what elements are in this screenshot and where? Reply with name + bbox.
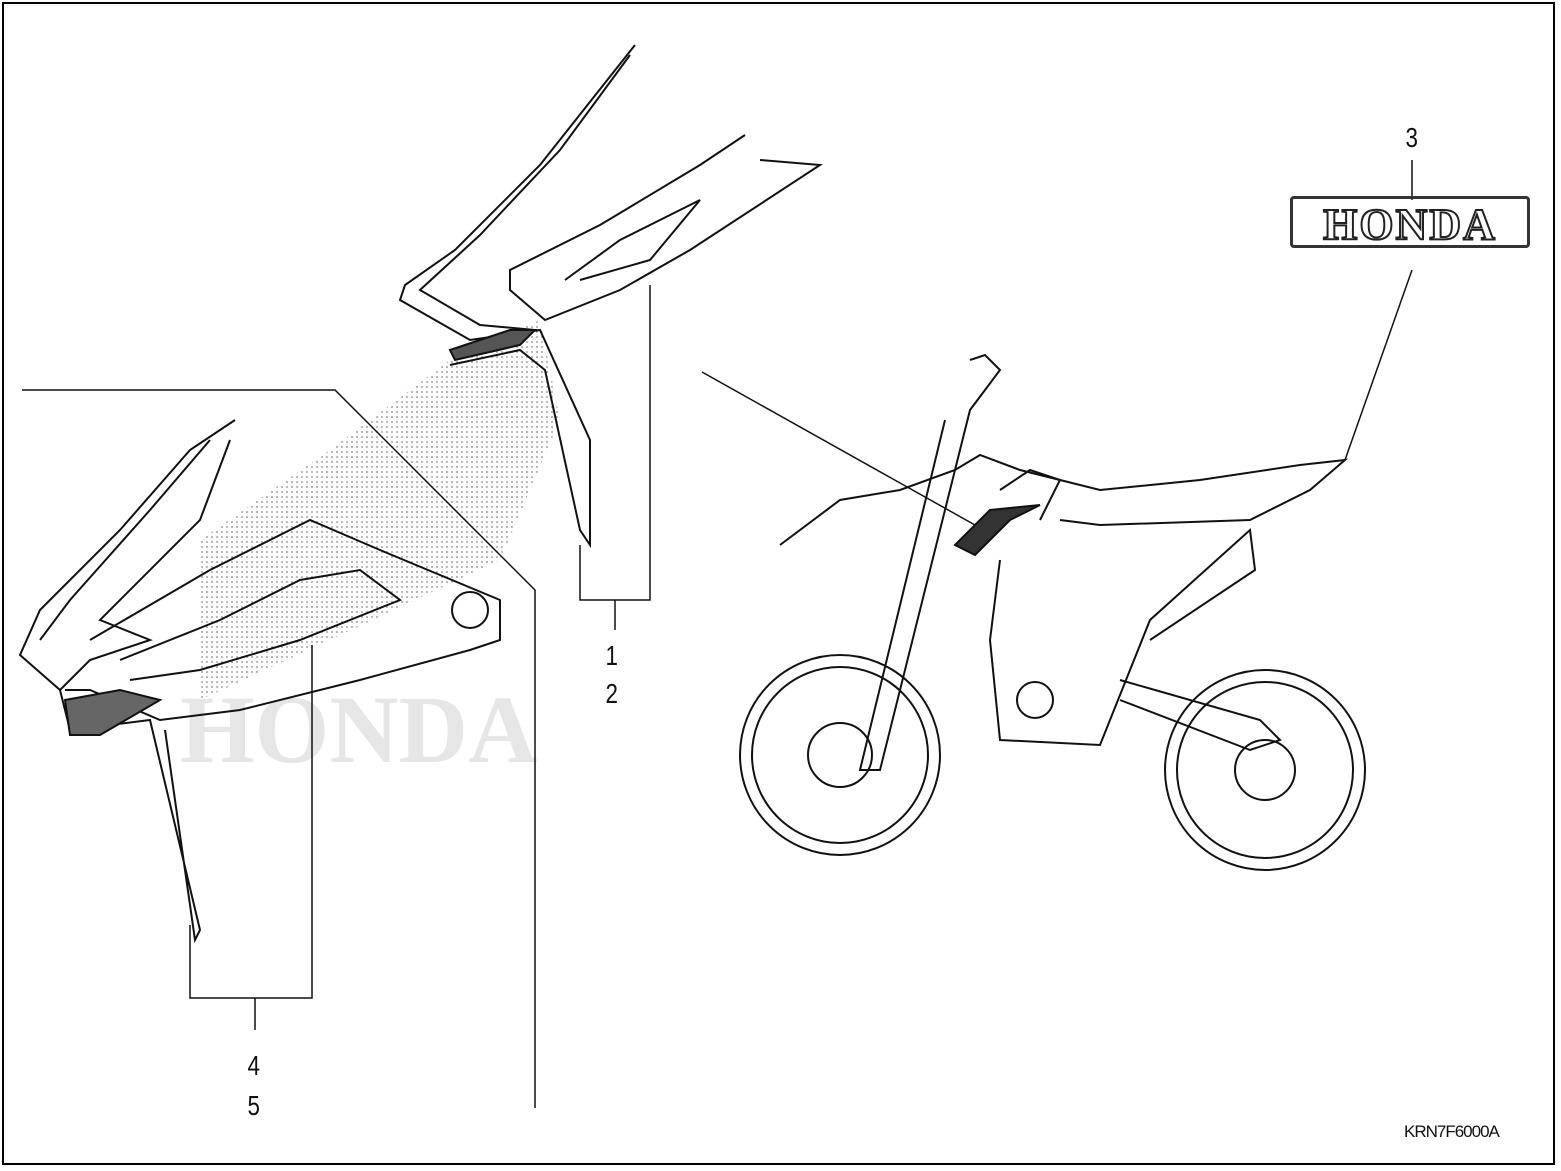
shroud-shading-upper xyxy=(200,320,560,700)
honda-emblem-decal: HONDA xyxy=(1290,196,1530,250)
figure-code: KRN7F6000A xyxy=(1404,1122,1500,1141)
callout-5: 5 xyxy=(247,1090,261,1121)
shroud-decal-lower xyxy=(18,419,501,944)
motorcycle-outline xyxy=(739,353,1366,871)
leader-lines xyxy=(22,160,1413,1108)
callout-1: 1 xyxy=(605,640,619,671)
honda-watermark: HONDA xyxy=(180,676,538,783)
callout-3: 3 xyxy=(1405,122,1419,153)
callout-4: 4 xyxy=(247,1050,261,1081)
shroud-decal-upper xyxy=(398,44,823,549)
callout-2: 2 xyxy=(605,678,619,709)
